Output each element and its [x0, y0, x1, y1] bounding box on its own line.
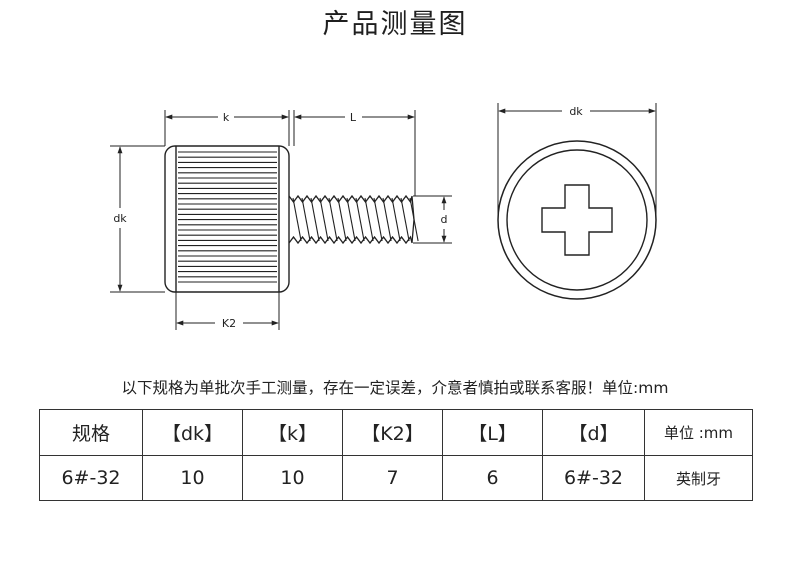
dimension-dk-side: [110, 145, 165, 293]
cell-L: 6: [442, 455, 543, 501]
cell-k: 10: [242, 455, 343, 501]
phillips-cross-icon: [541, 184, 613, 256]
header-K2: 【K2】: [342, 409, 443, 456]
cell-d: 6#-32: [542, 455, 645, 501]
dimension-k: [164, 110, 290, 146]
dimension-dk-top: [497, 103, 657, 220]
cell-unit: 英制牙: [644, 455, 753, 501]
label-d: d: [441, 213, 448, 226]
dimension-L: [293, 110, 416, 196]
label-K2: K2: [222, 317, 236, 330]
label-dk-top: dk: [569, 105, 583, 118]
spec-table: 规格 【dk】 【k】 【K2】 【L】 【d】 单位 :mm 6#-32 10…: [39, 409, 753, 501]
page-title: 产品测量图: [322, 9, 468, 40]
header-spec: 规格: [39, 409, 143, 456]
screw-head-top-view: [497, 140, 657, 300]
header-dk: 【dk】: [142, 409, 243, 456]
header-L: 【L】: [442, 409, 543, 456]
screw-thread-side-view: [288, 194, 419, 245]
dimension-d: [413, 195, 452, 244]
header-unit: 单位 :mm: [644, 409, 753, 456]
header-d: 【d】: [542, 409, 645, 456]
label-k: k: [223, 111, 230, 124]
label-dk-side: dk: [113, 212, 127, 225]
table-header-row: 规格 【dk】 【k】 【K2】 【L】 【d】 单位 :mm: [39, 409, 753, 456]
cell-spec: 6#-32: [39, 455, 143, 501]
measurement-note: 以下规格为单批次手工测量，存在一定误差，介意者慎拍或联系客服！单位:mm: [121, 379, 669, 397]
screw-head-side-view: [164, 145, 290, 293]
table-row: 6#-32 10 10 7 6 6#-32 英制牙: [39, 455, 753, 501]
cell-dk: 10: [142, 455, 243, 501]
measurement-drawing: k L dk d K2 dk: [110, 103, 657, 330]
header-k: 【k】: [242, 409, 343, 456]
dimension-K2: [175, 292, 280, 330]
label-L: L: [350, 111, 357, 124]
cell-K2: 7: [342, 455, 443, 501]
